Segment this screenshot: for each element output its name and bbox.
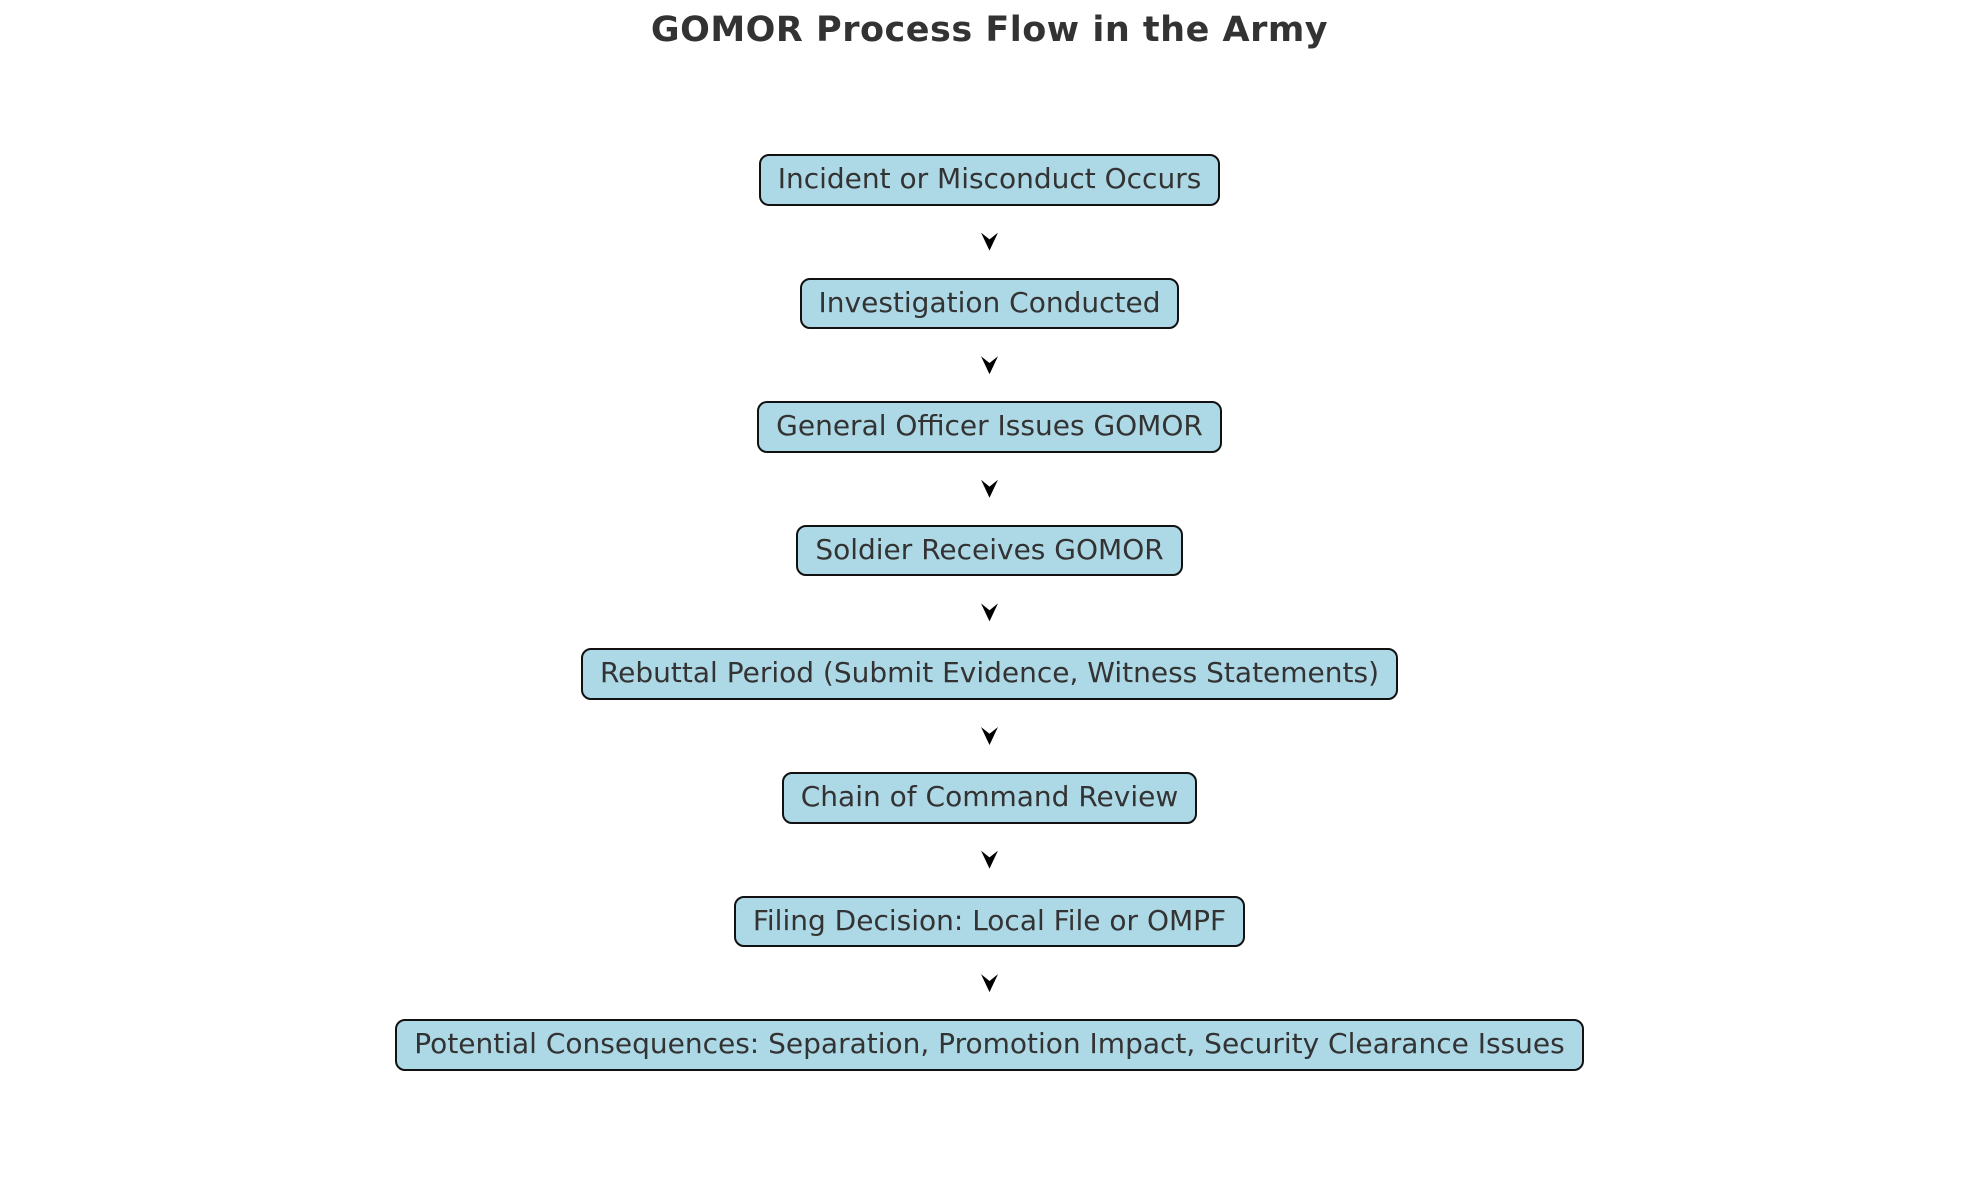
down-arrowhead-icon [981,356,998,375]
down-arrowhead-icon [981,726,998,745]
flow-step: Investigation Conducted [799,277,1180,330]
flow-step: Potential Consequences: Separation, Prom… [395,1019,1584,1071]
flow-step: General Officer Issues GOMOR [757,401,1222,453]
flow-step: Chain of Command Review [781,771,1198,824]
down-arrowhead-icon [981,603,998,622]
flow-step: Soldier Receives GOMOR [796,524,1183,577]
down-arrowhead-icon [981,232,998,251]
flow-step: Rebuttal Period (Submit Evidence, Witnes… [580,648,1399,700]
down-arrowhead-icon [981,479,998,498]
down-arrowhead-icon [981,850,998,869]
page-title: GOMOR Process Flow in the Army [650,10,1329,50]
down-arrowhead-icon [981,974,998,993]
flow-step: Filing Decision: Local File or OMPF [733,895,1246,948]
flow-step: Incident or Misconduct Occurs [758,154,1221,206]
